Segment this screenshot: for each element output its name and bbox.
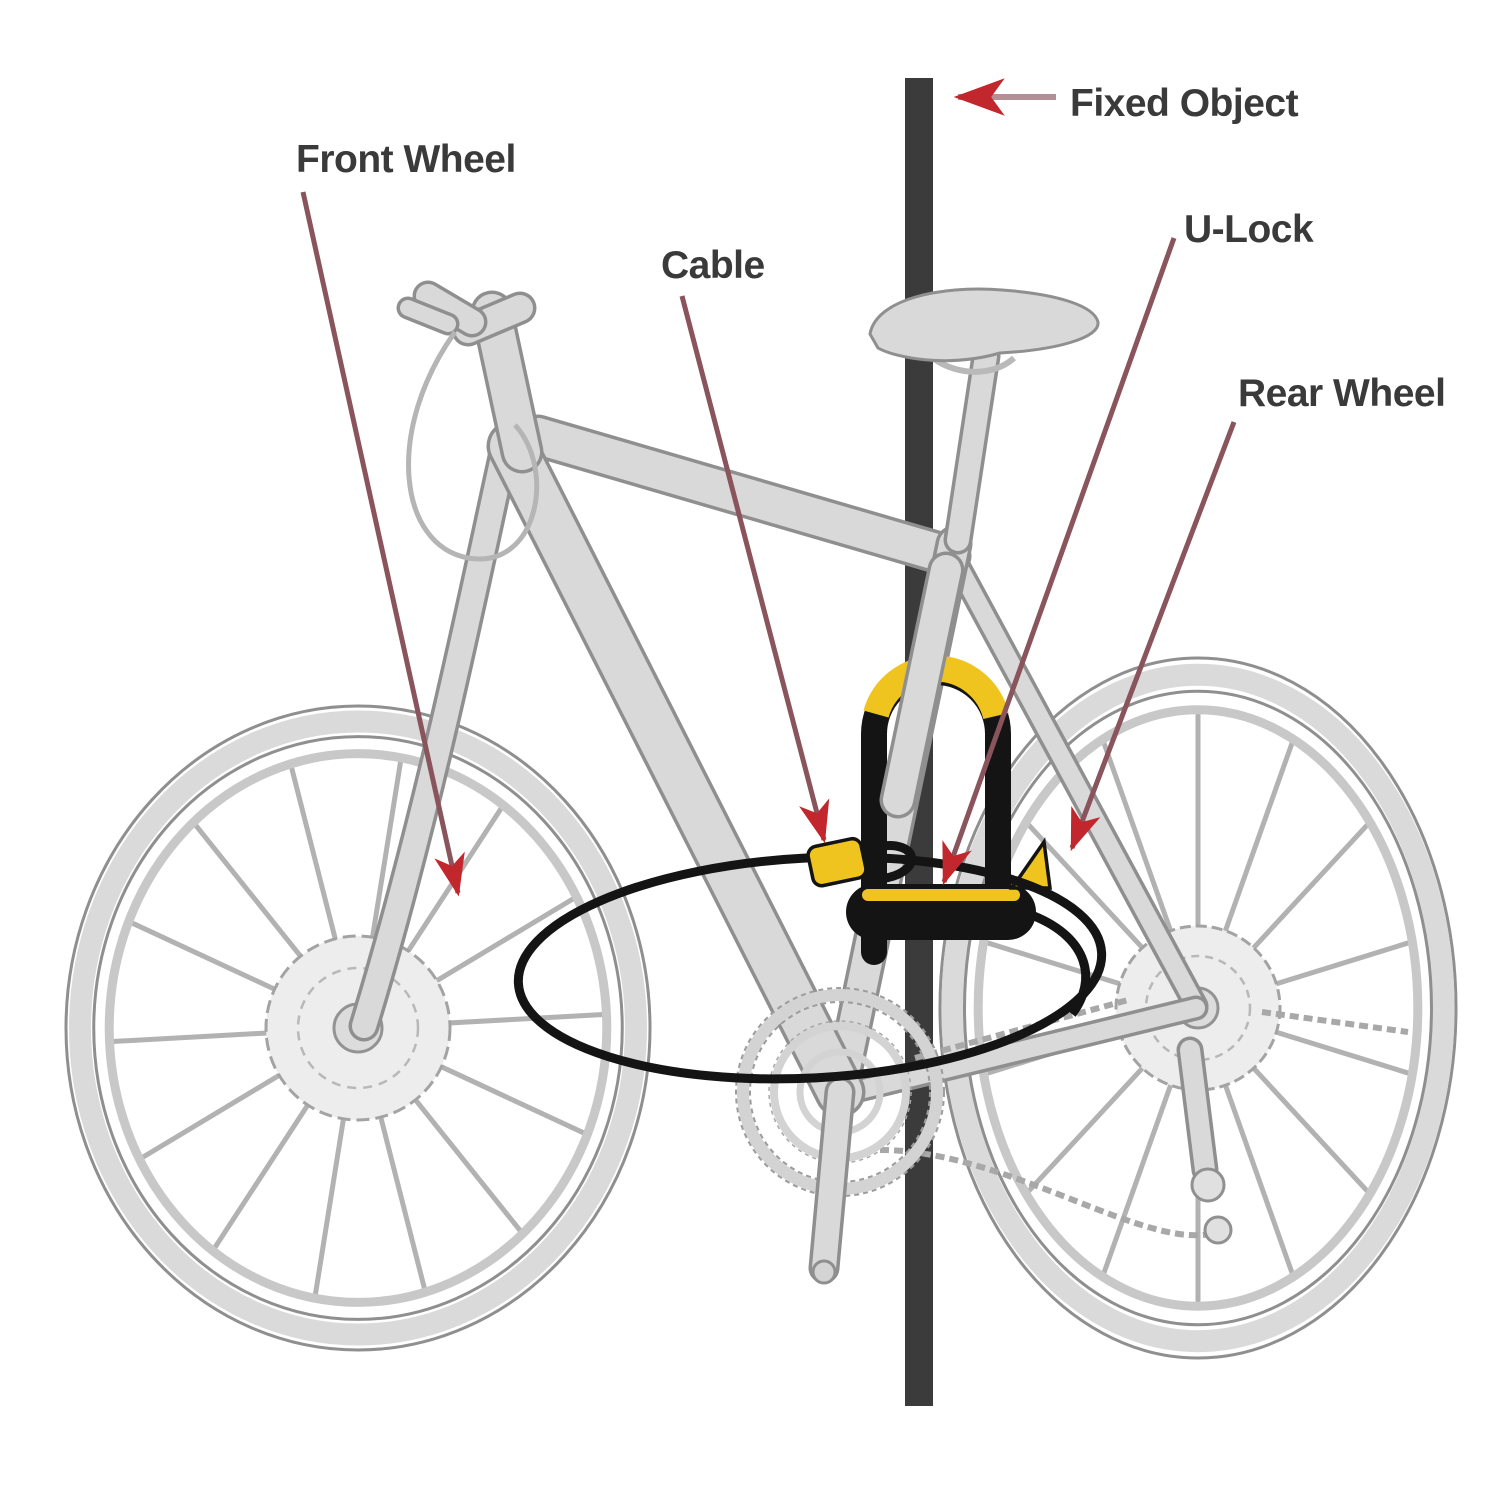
brake-cable <box>406 330 540 562</box>
bike-frame <box>348 280 1209 1118</box>
saddle <box>868 287 1100 375</box>
brake-lever <box>400 300 456 332</box>
label-front-wheel: Front Wheel <box>296 138 516 181</box>
seat-post <box>947 345 997 551</box>
down-tube <box>490 424 862 1114</box>
pedal-axle <box>811 1259 837 1285</box>
u-lock <box>846 551 1052 965</box>
u-lock-arrow <box>941 237 1177 886</box>
u-lock-crossbar-accent <box>862 889 1020 901</box>
crankset <box>735 987 945 1285</box>
rear-wheel-arrow <box>1069 421 1237 852</box>
cable-arrow <box>679 295 830 844</box>
cable-rear-segment <box>1032 911 1091 1017</box>
cable <box>513 836 1107 1084</box>
rear-derailleur <box>1176 1036 1233 1245</box>
front-wheel-arrow <box>300 191 465 897</box>
handlebar-grip <box>416 284 484 334</box>
callout-arrows <box>300 78 1237 897</box>
label-fixed-object: Fixed Object <box>1070 82 1299 125</box>
top-tube <box>520 418 968 574</box>
label-u-lock: U-Lock <box>1184 208 1314 251</box>
front-wheel <box>66 706 650 1350</box>
label-rear-wheel: Rear Wheel <box>1238 372 1445 415</box>
seat-stay <box>947 553 1205 1015</box>
label-cable: Cable <box>661 244 765 287</box>
chain <box>879 997 1409 1239</box>
seat-tube-overlay <box>883 555 961 815</box>
cable-loop <box>513 852 1107 1084</box>
front-fork <box>352 436 517 1038</box>
crank-arm <box>812 1080 852 1280</box>
cable-end-ferrule <box>806 836 868 888</box>
saddle-top <box>868 287 1100 363</box>
callout-labels: Front Wheel Cable Fixed Object U-Lock Re… <box>296 82 1446 415</box>
